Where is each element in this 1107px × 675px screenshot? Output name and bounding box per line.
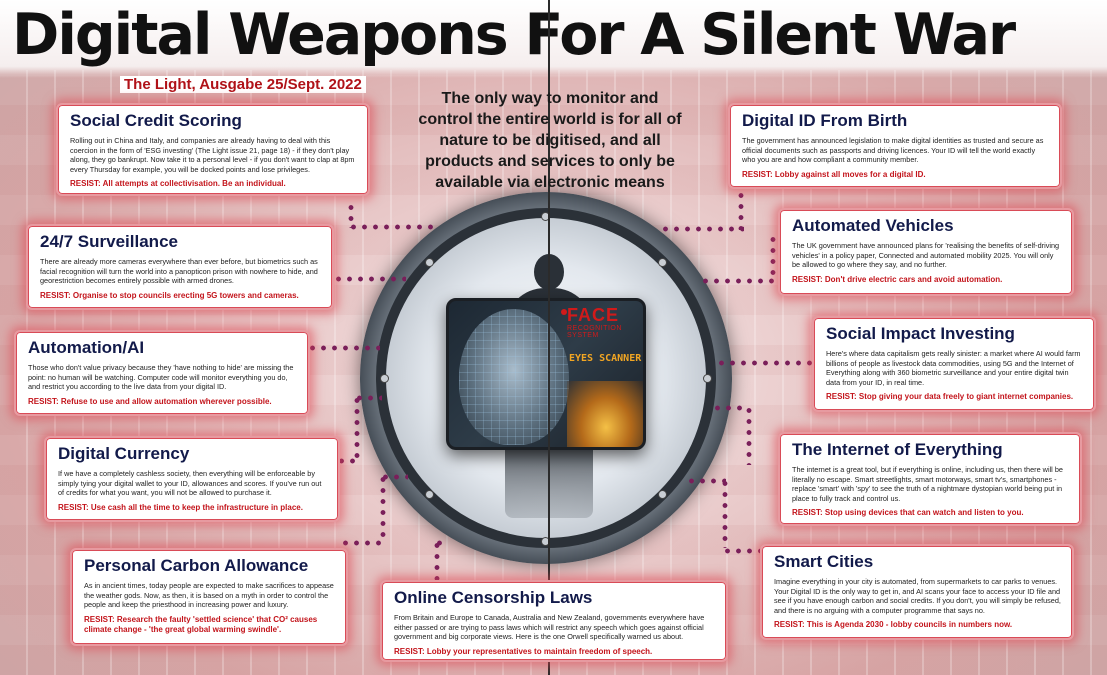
alert-dot-icon	[561, 309, 567, 315]
connector-dots	[738, 190, 744, 230]
rivet-icon	[425, 258, 434, 267]
connector-dots	[354, 395, 382, 401]
card-automated-vehicles: Automated Vehicles The UK government hav…	[778, 208, 1074, 296]
card-body: The government has announced legislation…	[742, 136, 1044, 165]
rivet-icon	[425, 490, 434, 499]
scan-glow	[567, 381, 643, 447]
connector-dots	[712, 405, 748, 411]
connector-dots	[348, 202, 354, 228]
card-automation-ai: Automation/AI Those who don't value priv…	[14, 330, 310, 416]
card-title: Smart Cities	[774, 552, 874, 571]
rivet-icon	[380, 374, 389, 383]
rivet-icon	[703, 374, 712, 383]
card-online-censorship-laws: Online Censorship Laws From Britain and …	[380, 580, 728, 662]
connector-dots	[354, 395, 360, 461]
card-resist: RESIST: Stop giving your data freely to …	[826, 392, 1074, 402]
card-resist: RESIST: Don't drive electric cars and av…	[792, 274, 1003, 284]
card-title: Automated Vehicles	[792, 216, 954, 235]
card-resist: RESIST: Research the faulty 'settled sci…	[84, 614, 318, 634]
connector-dots	[722, 478, 728, 548]
connector-dots	[686, 478, 726, 484]
card-digital-id-from-birth: Digital ID From Birth The government has…	[728, 103, 1062, 189]
connector-dots	[770, 234, 776, 280]
center-divider	[548, 0, 550, 675]
title-band	[0, 0, 1107, 78]
face-recognition-screen: FACE RECOGNITION SYSTEM EYES SCANNER	[446, 298, 646, 450]
card-internet-of-everything: The Internet of Everything The internet …	[778, 432, 1082, 526]
card-social-impact-investing: Social Impact Investing Here's where dat…	[812, 316, 1096, 412]
connector-dots	[348, 224, 436, 230]
face-sublabel: RECOGNITION SYSTEM	[567, 325, 622, 339]
card-body: There are already more cameras everywher…	[40, 257, 318, 286]
face-scan-icon	[459, 309, 569, 445]
card-resist: RESIST: Lobby against all moves for a di…	[742, 169, 926, 179]
card-body: Here's where data capitalism gets really…	[826, 349, 1081, 387]
connector-dots	[716, 360, 816, 366]
card-title: The Internet of Everything	[792, 440, 1003, 459]
card-personal-carbon-allowance: Personal Carbon Allowance As in ancient …	[70, 548, 348, 646]
issue-subtitle: The Light, Ausgabe 25/Sept. 2022	[120, 76, 366, 93]
connector-dots	[296, 345, 380, 351]
card-body: Rolling out in China and Italy, and comp…	[70, 136, 355, 174]
face-label: FACE	[567, 305, 620, 325]
connector-dots	[380, 474, 386, 538]
connector-dots	[660, 226, 744, 232]
card-title: Personal Carbon Allowance	[84, 556, 309, 575]
connector-dots	[322, 276, 406, 282]
rivet-icon	[658, 258, 667, 267]
card-title: Digital Currency	[58, 444, 190, 463]
card-body: Those who don't value privacy because th…	[28, 363, 294, 392]
card-24-7-surveillance: 24/7 Surveillance There are already more…	[26, 224, 334, 310]
connector-dots	[700, 278, 786, 284]
card-resist: RESIST: All attempts at collectivisation…	[70, 179, 286, 189]
connector-dots	[722, 548, 764, 554]
card-smart-cities: Smart Cities Imagine everything in your …	[760, 544, 1074, 640]
connector-dots	[336, 458, 360, 464]
eyes-scanner-label: EYES SCANNER	[569, 353, 642, 364]
card-digital-currency: Digital Currency If we have a completely…	[44, 436, 340, 522]
connector-dots	[746, 405, 752, 465]
card-body: Imagine everything in your city is autom…	[774, 577, 1061, 615]
card-title: 24/7 Surveillance	[40, 232, 178, 251]
connector-dots	[434, 540, 440, 582]
connector-dots	[434, 540, 448, 546]
connector-dots	[340, 540, 384, 546]
card-resist: RESIST: Refuse to use and allow automati…	[28, 396, 272, 406]
card-body: As in ancient times, today people are ex…	[84, 581, 334, 610]
card-resist: RESIST: Stop using devices that can watc…	[792, 508, 1024, 518]
card-body: From Britain and Europe to Canada, Austr…	[394, 613, 705, 642]
card-resist: RESIST: Organise to stop councils erecti…	[40, 290, 299, 300]
card-body: If we have a completely cashless society…	[58, 469, 322, 498]
connector-dots	[380, 474, 408, 480]
card-social-credit-scoring: Social Credit Scoring Rolling out in Chi…	[56, 103, 370, 196]
card-title: Social Impact Investing	[826, 324, 1015, 343]
card-body: The internet is a great tool, but if eve…	[792, 465, 1063, 503]
card-resist: RESIST: Lobby your representatives to ma…	[394, 646, 653, 656]
card-title: Automation/AI	[28, 338, 145, 357]
card-title: Digital ID From Birth	[742, 111, 908, 130]
rivet-icon	[658, 490, 667, 499]
card-title: Online Censorship Laws	[394, 588, 593, 607]
intro-text: The only way to monitor and control the …	[418, 90, 682, 191]
card-resist: RESIST: Use cash all the time to keep th…	[58, 502, 303, 512]
page-title: Digital Weapons For A Silent War	[12, 2, 1016, 68]
card-title: Social Credit Scoring	[70, 111, 242, 130]
card-resist: RESIST: This is Agenda 2030 - lobby coun…	[774, 620, 1013, 630]
card-body: The UK government have announced plans f…	[792, 241, 1060, 270]
